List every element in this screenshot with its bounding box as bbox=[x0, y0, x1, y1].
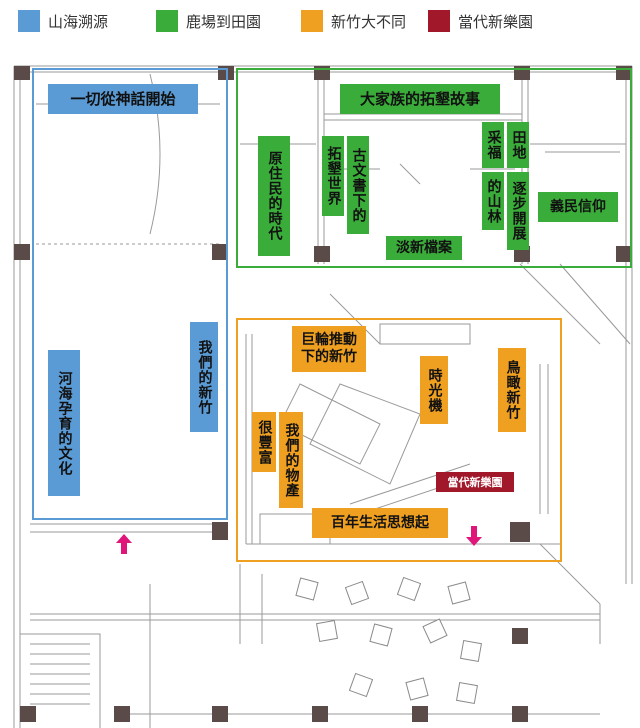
legend: 山海溯源 鹿場到田園 新竹大不同 當代新樂園 bbox=[0, 0, 640, 44]
legend-label: 鹿場到田園 bbox=[186, 12, 262, 31]
arrow-down-icon bbox=[466, 526, 482, 546]
label-tamsui-archives: 淡新檔案 bbox=[386, 236, 462, 260]
label-giant-wheel-line1: 巨輪推動 bbox=[301, 332, 357, 348]
legend-swatch-red bbox=[428, 10, 450, 32]
label-fields-line2: 采福 bbox=[482, 122, 504, 168]
zone-blue-mountain-sea bbox=[32, 68, 228, 520]
legend-item-hsinchu-different: 新竹大不同 bbox=[301, 10, 406, 32]
label-fields: 田地 采福 bbox=[482, 122, 529, 168]
label-products-line2: 很豐富 bbox=[252, 412, 276, 472]
label-mountains-line1: 逐步開展 bbox=[507, 172, 529, 250]
label-mountains-line2: 的山林 bbox=[482, 172, 504, 230]
label-clan-story: 大家族的拓墾故事 bbox=[340, 84, 500, 114]
zone-orange-hsinchu bbox=[236, 318, 562, 562]
legend-item-deer-field: 鹿場到田園 bbox=[156, 10, 261, 32]
label-myth: 一切從神話開始 bbox=[48, 84, 198, 114]
floor-plan-walls bbox=[13, 65, 633, 728]
legend-item-contemporary: 當代新樂園 bbox=[428, 10, 533, 32]
label-documents-line1: 古文書下的 bbox=[347, 136, 369, 234]
legend-label: 當代新樂園 bbox=[458, 12, 534, 31]
label-time-machine: 時光機 bbox=[420, 356, 448, 424]
label-yimin-faith: 義民信仰 bbox=[538, 192, 618, 222]
label-fields-line1: 田地 bbox=[507, 122, 529, 168]
label-giant-wheel-line2: 下的新竹 bbox=[301, 349, 357, 365]
label-products-line1: 我們的物產 bbox=[279, 412, 303, 508]
label-mountains: 逐步開展 的山林 bbox=[482, 172, 529, 250]
legend-swatch-blue bbox=[18, 10, 40, 32]
label-aboriginal: 原住民的時代 bbox=[258, 136, 290, 256]
legend-swatch-orange bbox=[301, 10, 323, 32]
legend-label: 山海溯源 bbox=[48, 12, 109, 31]
label-century-life: 百年生活思想起 bbox=[312, 508, 448, 538]
zone-green-deer-field bbox=[236, 68, 632, 268]
label-products: 我們的物產 很豐富 bbox=[252, 412, 303, 508]
label-documents: 古文書下的 拓墾世界 bbox=[322, 136, 369, 234]
label-birdseye: 鳥瞰新竹 bbox=[498, 348, 526, 432]
legend-label: 新竹大不同 bbox=[331, 12, 407, 31]
floor-plan: 一切從神話開始 河海孕育的文化 我們的新竹 大家族的拓墾故事 原住民的時代 古文… bbox=[0, 44, 640, 728]
label-giant-wheel: 巨輪推動 下的新竹 bbox=[292, 326, 366, 372]
label-documents-line2: 拓墾世界 bbox=[322, 136, 344, 216]
label-sea-culture: 河海孕育的文化 bbox=[48, 350, 80, 496]
legend-swatch-green bbox=[156, 10, 178, 32]
legend-item-mountain-sea: 山海溯源 bbox=[18, 10, 108, 32]
label-our-hsinchu: 我們的新竹 bbox=[190, 322, 218, 432]
label-contemporary: 當代新樂園 bbox=[436, 472, 514, 492]
arrow-up-icon bbox=[116, 534, 132, 554]
